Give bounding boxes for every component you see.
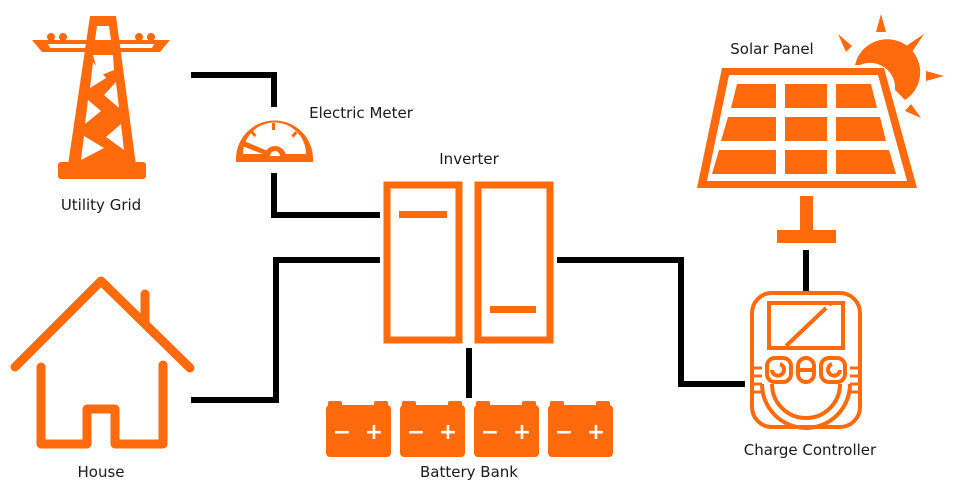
label-house: House (77, 463, 125, 481)
wire-inverter-to-controller (557, 257, 745, 387)
minus-terminal-label: − (407, 420, 425, 445)
label-electric-meter: Electric Meter (309, 104, 413, 122)
battery-icon: −+ (400, 401, 465, 457)
label-solar-panel: Solar Panel (730, 40, 814, 58)
wire-meter-to-inverter (271, 173, 380, 218)
battery-icon: −+ (326, 401, 391, 457)
plus-terminal-label: + (513, 420, 531, 445)
battery-icon: −+ (548, 401, 613, 457)
minus-terminal-label: − (481, 420, 499, 445)
battery-icon: −+ (474, 401, 539, 457)
plus-terminal-label: + (365, 420, 383, 445)
minus-terminal-label: − (555, 420, 573, 445)
plus-terminal-label: + (587, 420, 605, 445)
solar-panel-icon (697, 14, 944, 243)
power-tower-icon (32, 16, 170, 179)
minus-terminal-label: − (333, 420, 351, 445)
label-battery-bank: Battery Bank (420, 463, 518, 481)
wire-house-to-inverter (191, 257, 380, 403)
label-charge-controller: Charge Controller (743, 441, 877, 459)
meter-gauge-icon (236, 120, 313, 162)
house-icon (10, 276, 195, 449)
label-inverter: Inverter (439, 150, 499, 168)
label-utility-grid: Utility Grid (60, 196, 142, 214)
plus-terminal-label: + (439, 420, 457, 445)
inverter-icon (383, 181, 554, 344)
charge-controller-icon (750, 291, 862, 430)
wires (191, 72, 809, 403)
wire-grid-to-meter (191, 72, 277, 107)
sun-icon (838, 14, 944, 118)
battery-bank: −+−+−+−+ (326, 401, 613, 457)
